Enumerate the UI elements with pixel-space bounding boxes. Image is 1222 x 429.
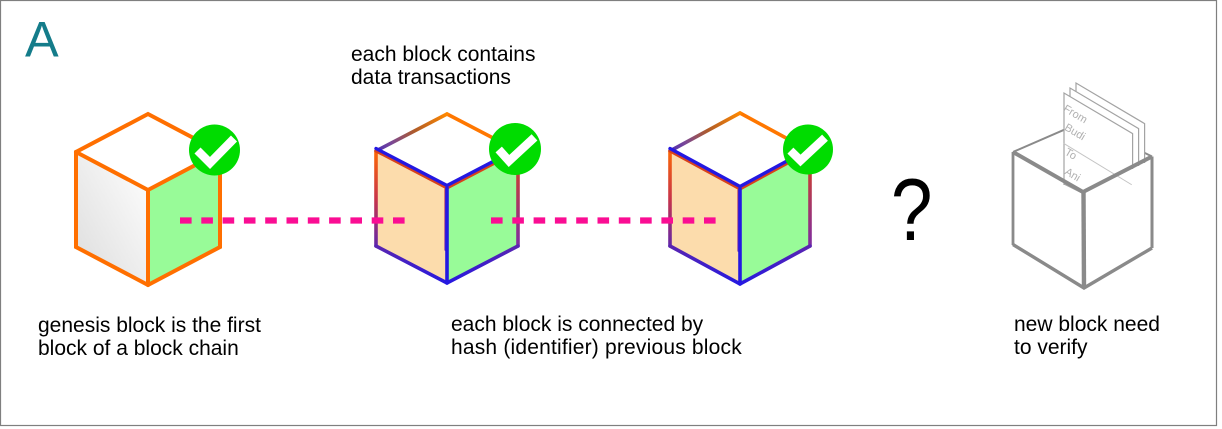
svg-text:each block contains: each block contains [351,43,535,66]
svg-text:data transactions: data transactions [351,66,511,89]
svg-text:to verify: to verify [1014,336,1088,359]
svg-text:genesis block is the first: genesis block is the first [38,314,261,337]
svg-text:hash (identifier) previous blo: hash (identifier) previous block [451,336,742,359]
svg-text:block of a block chain: block of a block chain [38,337,239,360]
svg-text:?: ? [891,161,933,259]
svg-text:new block need: new block need [1014,313,1160,336]
svg-text:To: To [1063,146,1079,162]
svg-text:each block is connected by: each block is connected by [451,313,704,336]
svg-text:A: A [25,11,59,68]
